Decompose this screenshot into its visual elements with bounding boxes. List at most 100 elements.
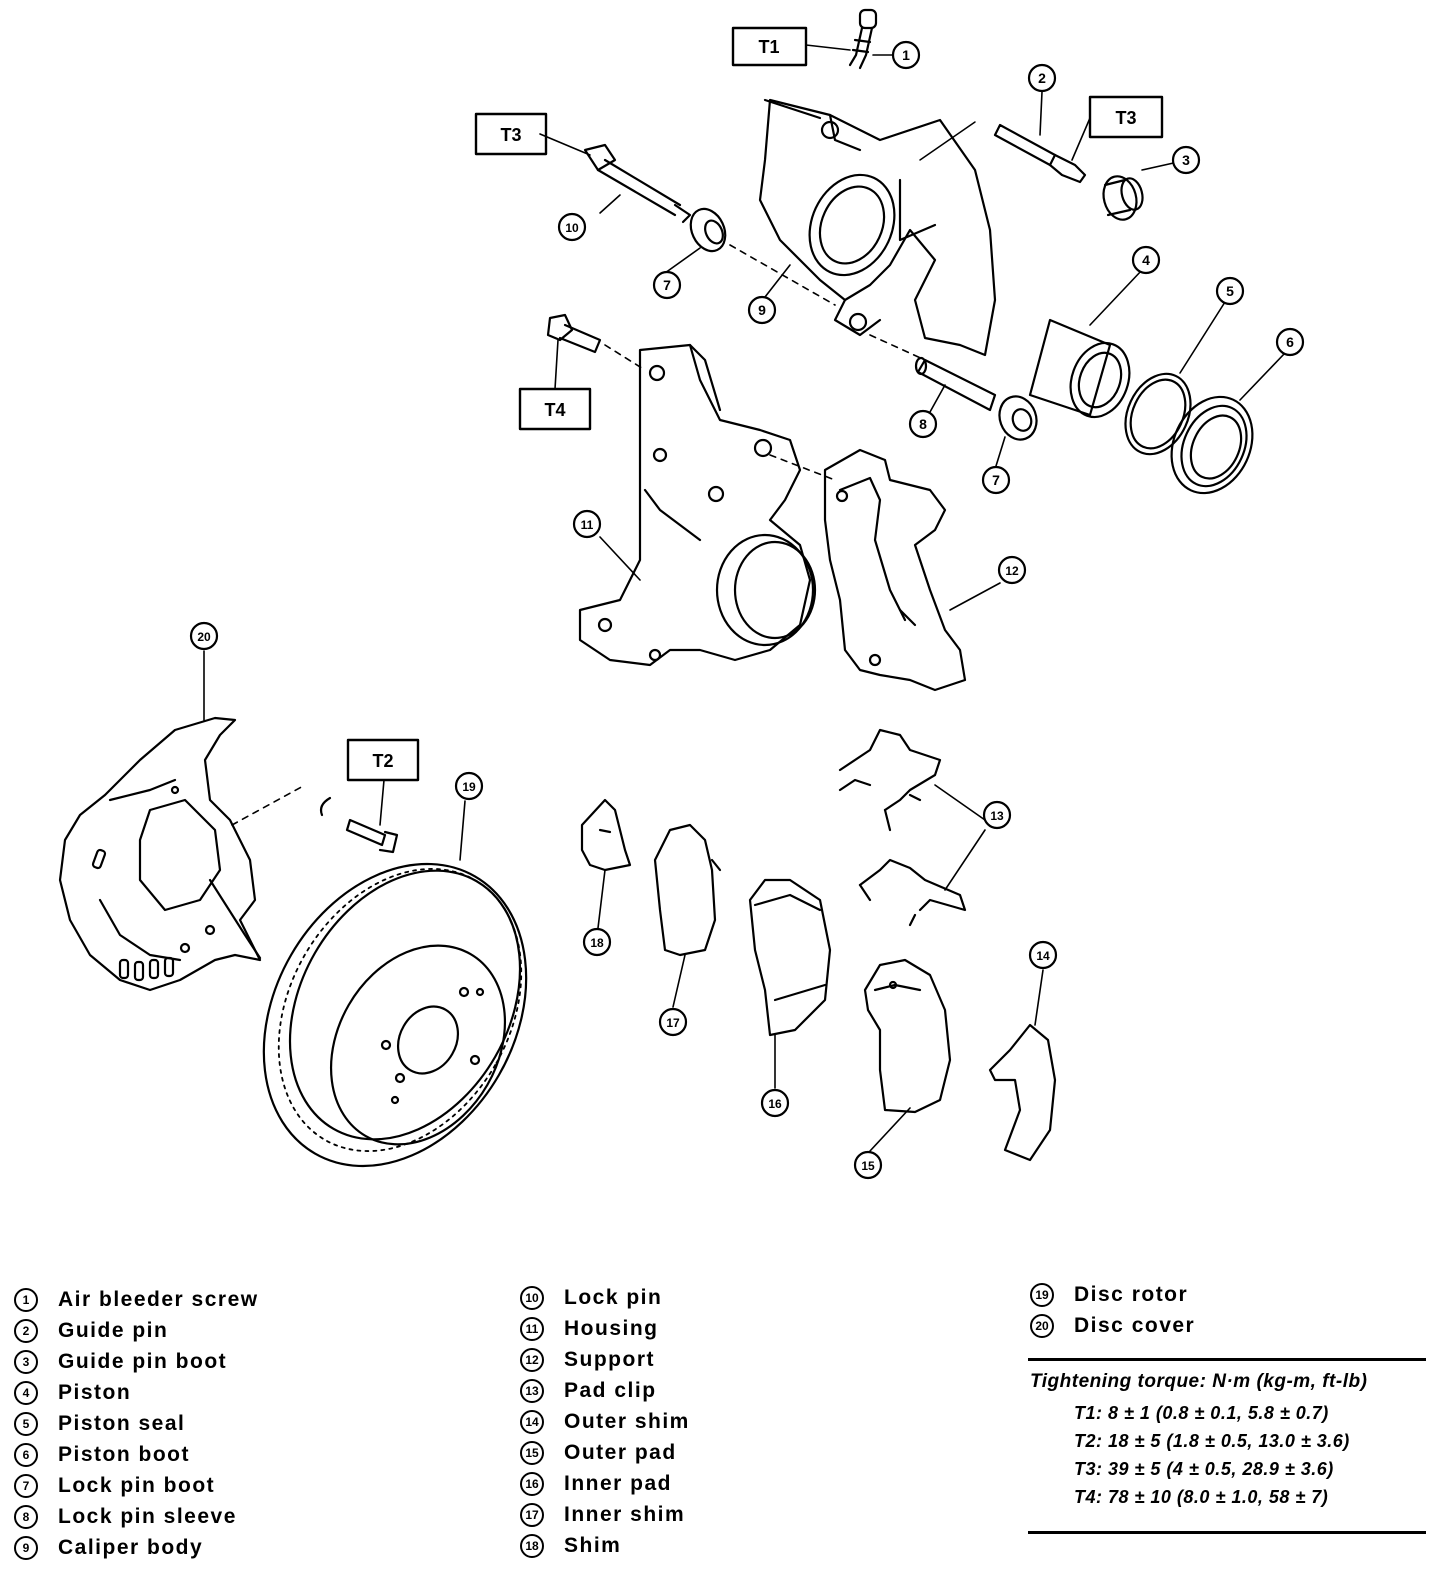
legend-number: 6: [14, 1443, 38, 1467]
legend-number: 12: [520, 1348, 544, 1372]
callout-19: 19: [454, 771, 484, 801]
legend-label: Piston seal: [58, 1412, 186, 1435]
callout-17: 17: [658, 1007, 688, 1037]
lock-pin-sleeve: [914, 356, 997, 412]
disc-cover: [58, 716, 262, 992]
legend-number: 15: [520, 1441, 544, 1465]
torque-title: Tightening torque: N·m (kg-m, ft-lb): [1030, 1371, 1368, 1392]
svg-text:1: 1: [902, 47, 910, 63]
legend-number: 9: [14, 1536, 38, 1560]
lock-pin: [583, 143, 692, 224]
callout-7: 7: [652, 270, 682, 300]
housing-bolt: [546, 313, 602, 354]
callout-13: 13: [982, 800, 1012, 830]
legend-number: 19: [1030, 1283, 1054, 1307]
torque-spec-box: Tightening torque: N·m (kg-m, ft-lb) T1:…: [1028, 1358, 1426, 1534]
legend-label: Lock pin boot: [58, 1474, 216, 1497]
legend-label: Disc cover: [1074, 1314, 1196, 1337]
callout-1: 1: [891, 40, 921, 70]
t4-label: T4: [544, 400, 565, 420]
legend-item-12: 12 Support: [520, 1348, 655, 1372]
svg-text:20: 20: [197, 630, 211, 644]
legend-label: Lock pin: [564, 1286, 663, 1309]
callout-6: 6: [1275, 327, 1305, 357]
torque-row-t3: T3: 39 ± 5 (4 ± 0.5, 28.9 ± 3.6): [1074, 1459, 1334, 1479]
legend-number: 3: [14, 1350, 38, 1374]
legend-number: 10: [520, 1286, 544, 1310]
disc-cover-bolt: [345, 818, 399, 854]
caliper-body: [758, 98, 997, 357]
legend-label: Guide pin: [58, 1319, 169, 1342]
legend-item-13: 13 Pad clip: [520, 1379, 657, 1403]
t3-right-label: T3: [1115, 108, 1136, 128]
legend-label: Outer shim: [564, 1410, 690, 1433]
svg-text:8: 8: [919, 416, 927, 432]
legend-number: 4: [14, 1381, 38, 1405]
legend-number: 13: [520, 1379, 544, 1403]
svg-text:7: 7: [992, 472, 1000, 488]
svg-text:14: 14: [1036, 949, 1050, 963]
svg-text:3: 3: [1182, 152, 1190, 168]
torque-tag-t3-left: T3: [474, 112, 548, 156]
legend-label: Pad clip: [564, 1379, 657, 1402]
torque-row-t2: T2: 18 ± 5 (1.8 ± 0.5, 13.0 ± 3.6): [1074, 1431, 1350, 1451]
legend-item-5: 5 Piston seal: [14, 1412, 185, 1436]
svg-text:2: 2: [1038, 70, 1046, 86]
callout-10: 10: [557, 212, 587, 242]
svg-text:7: 7: [663, 277, 671, 293]
legend-number: 20: [1030, 1314, 1054, 1338]
torque-tag-t3-right: T3: [1088, 95, 1164, 139]
torque-tag-t4: T4: [518, 387, 592, 431]
inner-pad: [748, 878, 832, 1037]
svg-text:9: 9: [758, 302, 766, 318]
torque-tag-t1: T1: [731, 26, 808, 67]
svg-text:5: 5: [1226, 283, 1234, 299]
callout-5: 5: [1215, 276, 1245, 306]
svg-text:18: 18: [590, 936, 604, 950]
legend-number: 8: [14, 1505, 38, 1529]
legend-number: 18: [520, 1534, 544, 1558]
legend-item-20: 20 Disc cover: [1030, 1314, 1195, 1338]
legend-number: 7: [14, 1474, 38, 1498]
svg-text:11: 11: [581, 518, 594, 532]
piston-boot: [1170, 395, 1254, 495]
legend-item-4: 4 Piston: [14, 1381, 131, 1405]
legend-label: Disc rotor: [1074, 1283, 1189, 1306]
legend-label: Support: [564, 1348, 655, 1371]
lock-pin-boot-upper: [689, 207, 727, 253]
t2-label: T2: [372, 751, 393, 771]
legend-label: Piston: [58, 1381, 132, 1404]
legend-label: Lock pin sleeve: [58, 1505, 237, 1528]
retaining-clip: [319, 796, 332, 817]
lock-pin-boot-lower: [998, 395, 1038, 441]
legend-item-10: 10 Lock pin: [520, 1286, 662, 1310]
guide-pin-boot: [1102, 175, 1144, 221]
svg-text:17: 17: [666, 1016, 680, 1030]
legend-item-9: 9 Caliper body: [14, 1536, 203, 1560]
legend-label: Piston boot: [58, 1443, 190, 1466]
callout-20: 20: [189, 621, 219, 651]
legend-number: 17: [520, 1503, 544, 1527]
legend-label: Inner shim: [564, 1503, 686, 1526]
legend-item-8: 8 Lock pin sleeve: [14, 1505, 237, 1529]
legend-label: Caliper body: [58, 1536, 204, 1559]
callout-8: 8: [908, 409, 938, 439]
callout-11: 11: [572, 509, 602, 539]
svg-text:6: 6: [1286, 334, 1294, 350]
legend-number: 11: [520, 1317, 544, 1341]
legend-number: 1: [14, 1288, 38, 1312]
legend-label: Outer pad: [564, 1441, 677, 1464]
guide-pin: [993, 123, 1087, 184]
legend-item-15: 15 Outer pad: [520, 1441, 677, 1465]
inner-shim: [653, 823, 722, 957]
legend-number: 5: [14, 1412, 38, 1436]
leader-lines: [203, 44, 1286, 1152]
air-bleeder-screw: [848, 8, 878, 70]
piston: [1028, 318, 1131, 419]
legend-label: Inner pad: [564, 1472, 673, 1495]
legend-item-19: 19 Disc rotor: [1030, 1283, 1188, 1307]
